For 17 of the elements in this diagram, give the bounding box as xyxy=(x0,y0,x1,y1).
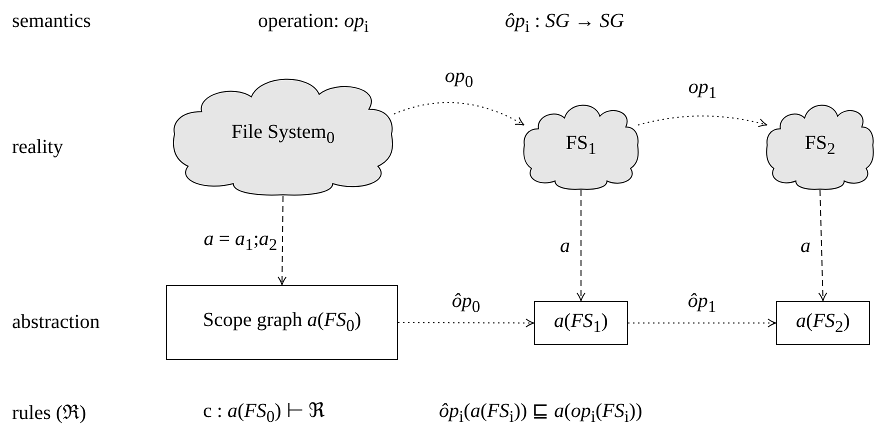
row-text: reality xyxy=(12,136,64,159)
node-label: FS$_{2}$ xyxy=(804,132,836,158)
row-text: operation: op$_{i}$ xyxy=(258,10,369,37)
node-label: File System$_{0}$ xyxy=(231,120,335,148)
node-label: a(FS$_{1}$) xyxy=(554,310,608,336)
row-text: c : a(FS$_{0}$) ⊢ ℜ xyxy=(203,399,324,427)
row-text: abstraction xyxy=(12,311,100,334)
process-box xyxy=(166,285,398,360)
process-box xyxy=(776,301,870,345)
node-label: a(FS$_{2}$) xyxy=(796,310,850,336)
node-label: FS$_{1}$ xyxy=(566,132,596,158)
process-box xyxy=(534,301,628,345)
row-text: semantics xyxy=(12,10,91,33)
row-text: rules (ℜ) xyxy=(12,401,86,425)
row-text: ôp$_{i}$(a(FS$_{i}$)) ⊑ a(op$_{i}$(FS$_{i}$)) xyxy=(439,399,642,427)
row-text: ôp$_{i}$ : SG → SG xyxy=(505,10,624,37)
node-label: Scope graph a(FS$_{0}$) xyxy=(202,309,362,336)
